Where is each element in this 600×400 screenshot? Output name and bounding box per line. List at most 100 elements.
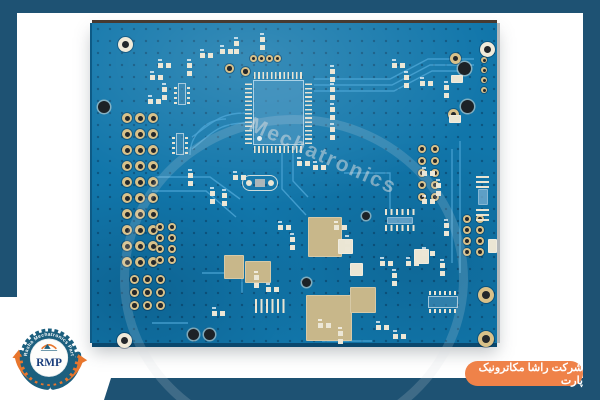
through-hole [130,288,139,297]
through-hole [302,278,311,287]
through-hole [418,145,426,153]
through-hole [481,57,487,63]
soic-footprint [174,83,190,105]
through-hole [241,67,250,76]
through-hole [122,129,132,139]
frame-right-border [583,0,600,400]
through-hole [122,193,132,203]
passive-component [392,59,405,68]
smd-pad [350,287,376,313]
passive-component [260,33,265,50]
smd-pad [488,239,497,253]
soic-footprint [428,291,458,313]
through-hole [418,181,426,189]
through-hole [122,225,132,235]
passive-component [220,45,233,54]
through-hole [98,101,110,113]
passive-component [222,189,227,206]
through-hole [481,77,487,83]
through-hole [148,113,158,123]
through-hole [156,301,165,310]
through-hole [258,55,265,62]
through-hole [135,129,145,139]
pin-header-pads [476,206,489,221]
passive-component [278,221,291,230]
through-hole [476,248,484,256]
through-hole [463,237,471,245]
pcb-board: Mechatronics [92,23,497,400]
through-hole [135,145,145,155]
frame-top-border [0,0,600,13]
through-hole [148,129,158,139]
through-hole [148,241,158,251]
through-hole [225,64,234,73]
pin-header-pads [385,225,415,231]
through-hole [418,157,426,165]
passive-component [334,221,347,230]
through-hole [122,241,132,251]
smd-pad [306,295,352,341]
passive-component [338,327,343,344]
passive-component [393,330,406,339]
passive-component [266,283,279,292]
through-hole [478,331,494,347]
through-hole [156,288,165,297]
crystal-footprint [242,175,278,191]
passive-component [436,179,441,196]
passive-component [444,81,449,98]
through-hole [143,275,152,284]
passive-component [187,59,192,76]
logo-emblem-icon [40,343,58,351]
pcb-photo: Mechatronics [17,13,583,400]
pin-header-pads [385,209,415,215]
passive-component [392,269,397,286]
through-hole [135,209,145,219]
smd-pad [224,255,244,279]
through-hole [250,55,257,62]
passive-component [150,71,163,80]
passive-component [188,169,193,186]
passive-component [345,235,350,252]
passive-component [444,219,449,236]
through-hole [156,256,164,264]
through-hole [431,145,439,153]
through-hole [458,62,471,75]
through-hole [478,287,494,303]
through-hole [122,257,132,267]
through-hole [418,193,426,201]
mounting-hole [118,37,133,52]
passive-component [233,171,246,180]
passive-component [422,167,435,176]
through-hole [143,301,152,310]
through-hole [135,161,145,171]
through-hole [463,215,471,223]
passive-component [158,59,171,68]
through-hole [130,301,139,310]
through-hole [148,225,158,235]
soic-footprint [172,133,188,155]
passive-component [376,321,389,330]
frame-left-border [0,0,17,297]
copper-traces [152,58,474,342]
through-hole [450,53,461,64]
through-hole [266,55,273,62]
passive-component [420,77,433,86]
company-badge: شرکت راشا مکاترونیک پارت [465,361,583,387]
passive-component [297,157,310,166]
passive-component [330,103,335,120]
through-hole [148,161,158,171]
smd-pad [451,75,463,83]
through-hole [431,181,439,189]
through-hole [481,87,487,93]
through-hole [362,212,370,220]
passive-component [200,49,213,58]
through-hole [168,223,176,231]
passive-component [380,257,393,266]
through-hole [188,329,199,340]
smd-pad [449,115,461,123]
passive-component [290,233,295,250]
smd-pad [478,189,488,205]
qfp-footprint [245,72,312,153]
through-hole [148,209,158,219]
